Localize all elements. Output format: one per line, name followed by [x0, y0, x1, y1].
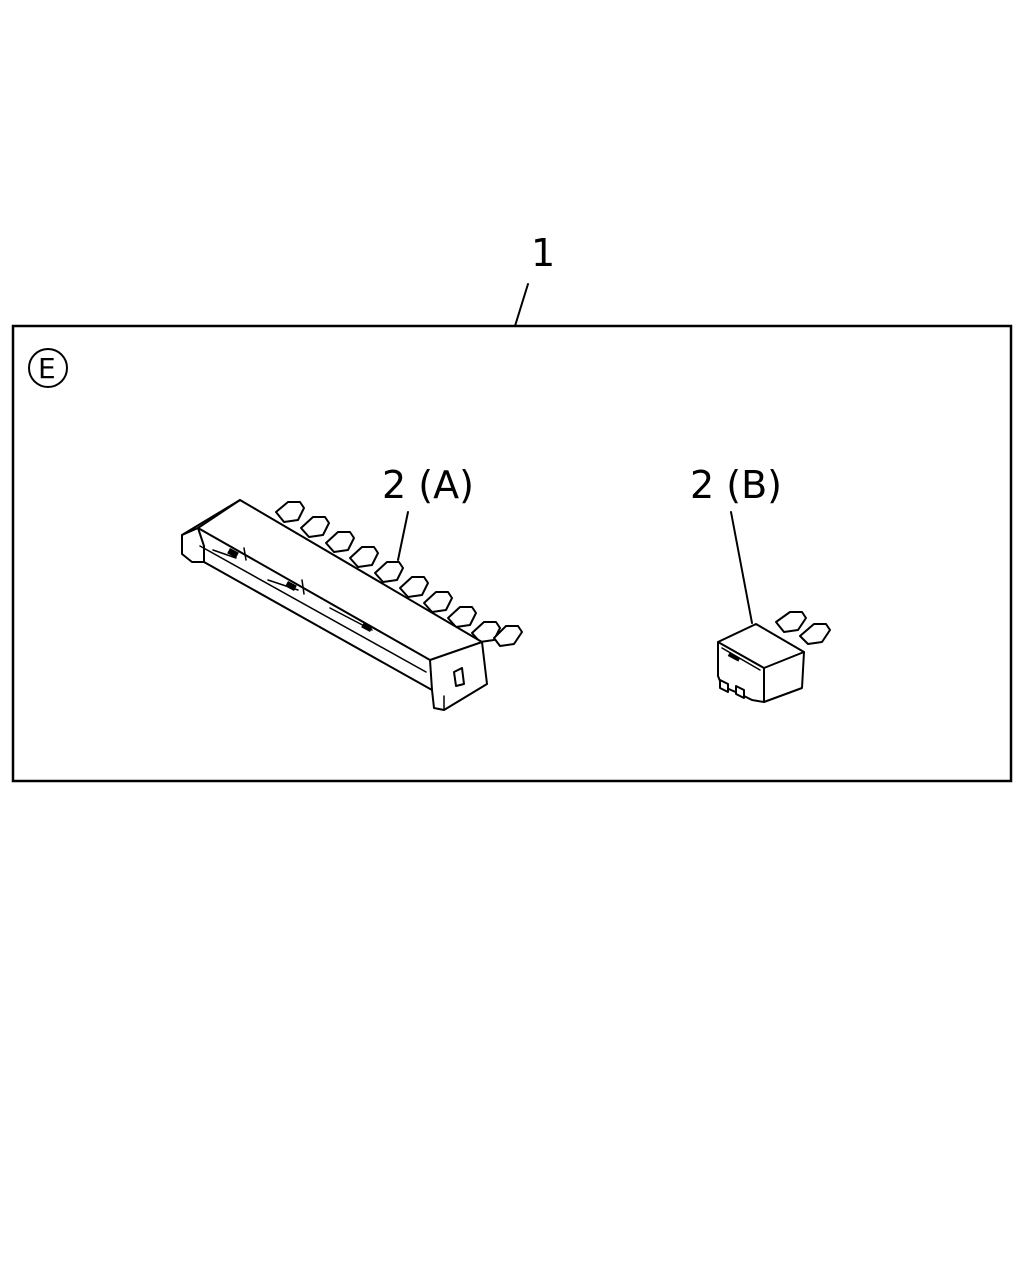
assembly-frame	[11, 324, 1013, 783]
callout-part-b: 2 (B)	[690, 463, 782, 507]
view-marker-letter: E	[38, 352, 56, 385]
mini-fuse-body	[717, 623, 805, 703]
callout-part-a: 2 (A)	[382, 463, 474, 507]
mini-fuse-terminal-2	[799, 623, 831, 645]
callout-assembly-number: 1	[531, 231, 555, 275]
multi-fuse-block-icon	[181, 499, 523, 711]
leader-line-part-b	[730, 511, 753, 624]
leader-line-part-a	[397, 511, 409, 561]
circled-letter-icon: E	[28, 348, 68, 388]
mini-fuse-icon	[717, 611, 831, 703]
leader-line-assembly	[514, 283, 529, 327]
fuse-block-terminals	[275, 501, 523, 647]
mini-fuse-terminal-1	[775, 611, 807, 633]
